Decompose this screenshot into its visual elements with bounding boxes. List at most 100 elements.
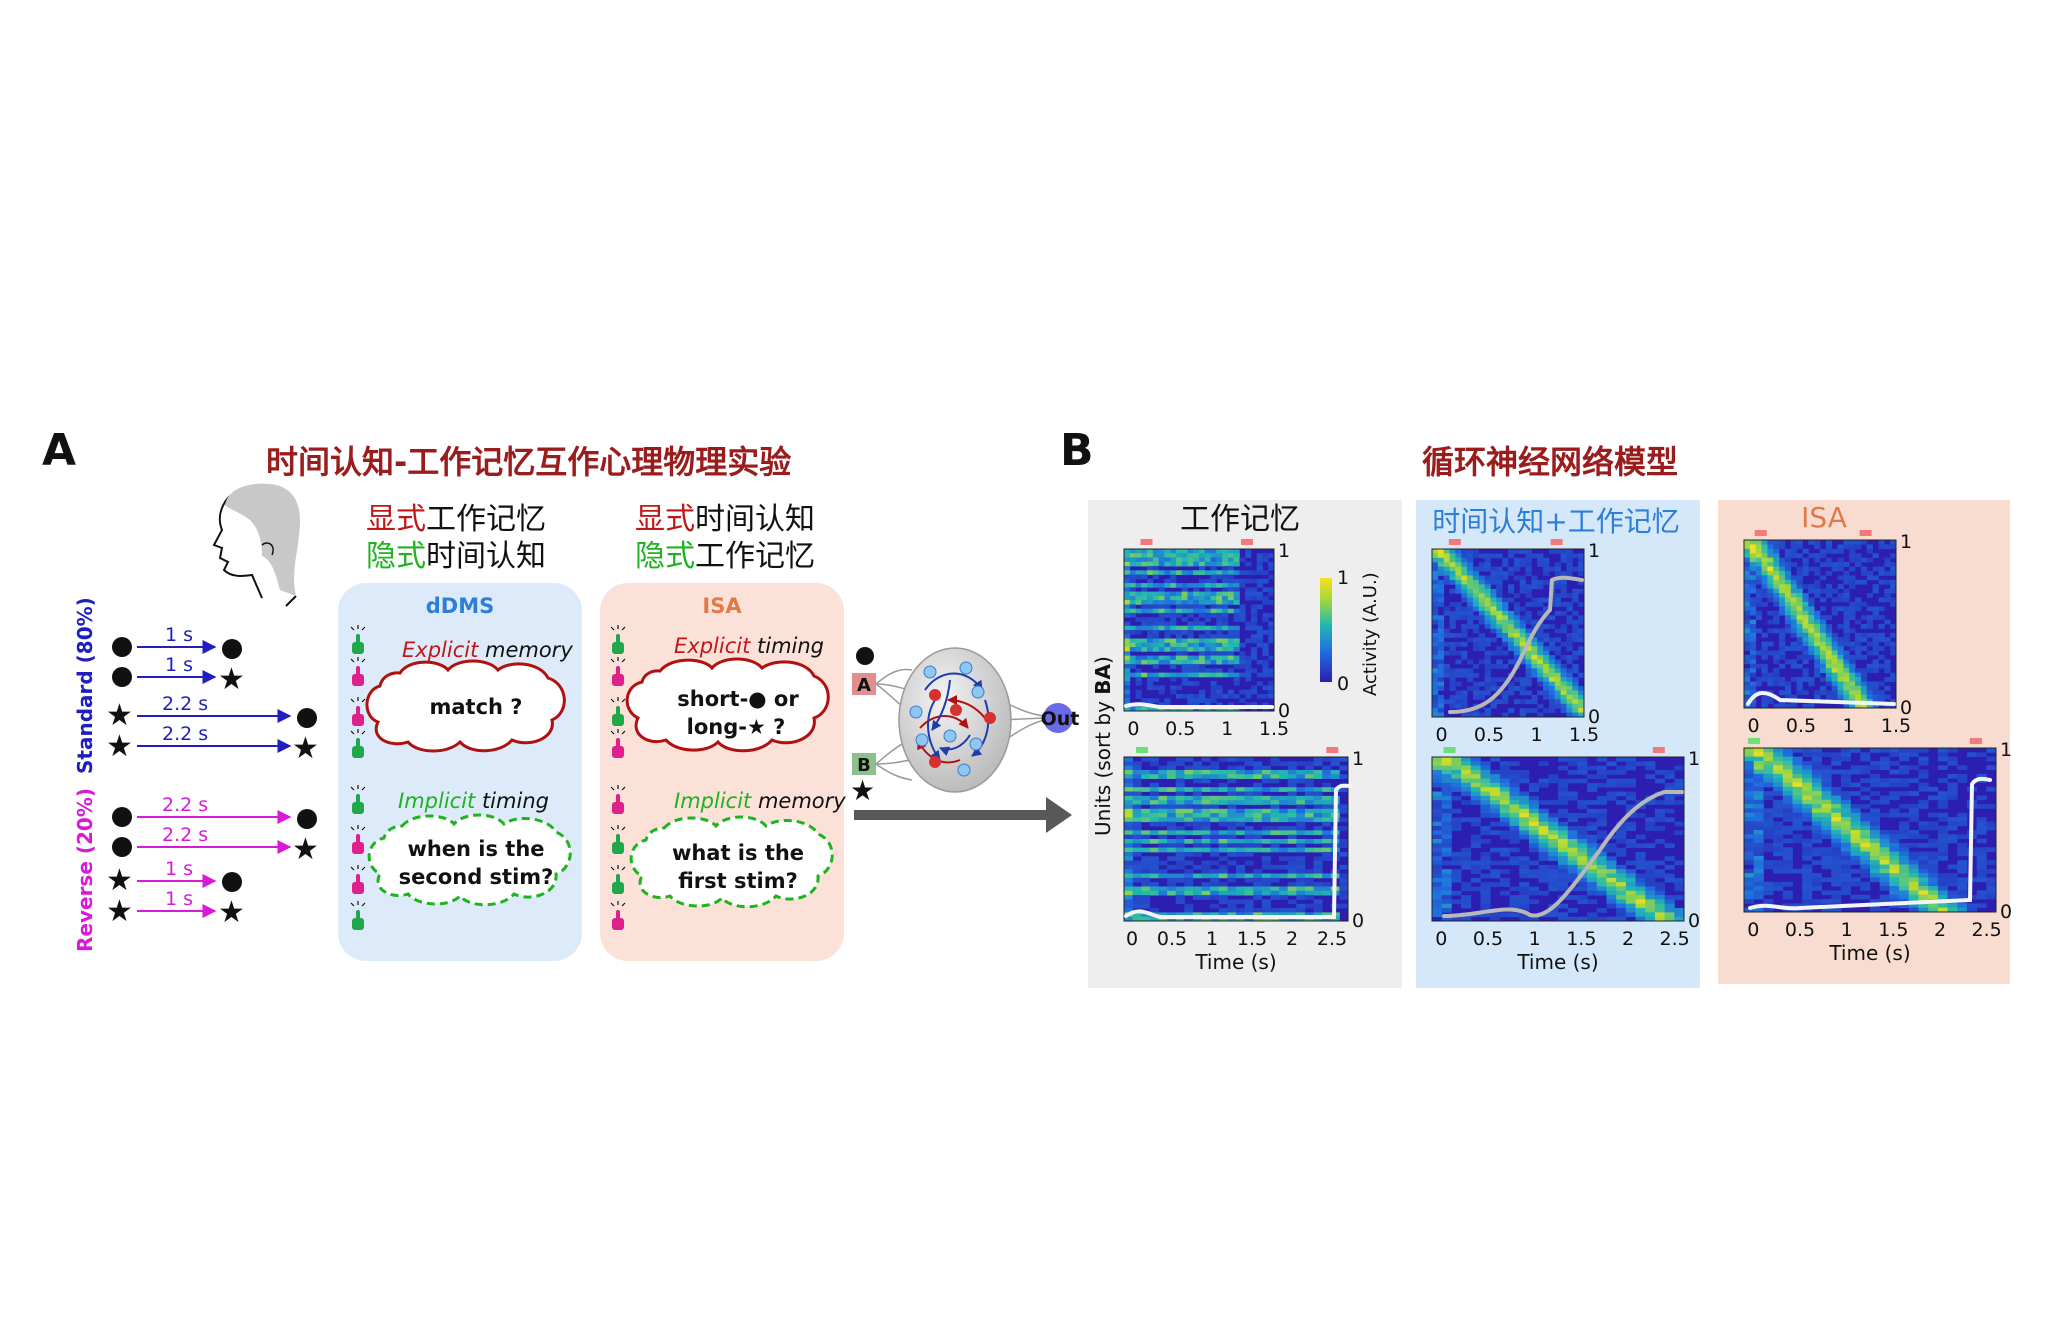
x-tick-label: 1.5	[1237, 928, 1267, 950]
hand-press-icon	[350, 697, 366, 726]
column-title-2: 时间认知+工作记忆	[1432, 505, 1679, 538]
x-tick-label: 2	[1934, 919, 1946, 941]
standard-interval-1: 1 s	[165, 624, 193, 646]
x-tick-label: 2	[1622, 928, 1634, 950]
ddms-question-2a: when is the	[407, 837, 544, 861]
svg-text:★: ★	[292, 731, 319, 766]
stimulus-marker	[1241, 539, 1253, 545]
x-tick-label: 2.5	[1317, 928, 1347, 950]
svg-text:★: ★	[850, 774, 875, 807]
reverse-trials: 2.2 s 2.2 s ★ ★ 1 s ★ 1 s ★	[106, 794, 319, 930]
hand-press-icon	[350, 657, 366, 686]
hand-press-icon	[610, 865, 626, 894]
x-tick-label: 1.5	[1569, 724, 1599, 746]
isa-explicit-label: Explicit timing	[674, 634, 824, 658]
reverse-interval-1: 2.2 s	[162, 794, 208, 816]
x-tick-label: 1.5	[1566, 928, 1596, 950]
x-tick-label: 0.5	[1157, 928, 1187, 950]
reverse-label: Reverse (20%)	[73, 788, 97, 952]
behavior-trace	[1448, 575, 1584, 714]
hand-press-icon	[610, 625, 626, 654]
hand-press-icon	[350, 625, 366, 654]
standard-trials: 1 s 1 s ★ ★ 2.2 s ★ 2.2 s ★	[106, 624, 319, 766]
right-axis-min: 0	[1688, 910, 1700, 932]
svg-text:★: ★	[106, 894, 133, 929]
stimulus-marker	[1748, 738, 1761, 744]
hand-press-icon	[610, 901, 626, 930]
stimulus-marker	[1135, 747, 1148, 753]
stimulus-marker	[1754, 530, 1767, 536]
hand-press-icon	[610, 785, 626, 814]
svg-text:★: ★	[106, 729, 133, 764]
x-tick-label: 2.5	[1660, 928, 1690, 950]
x-tick-label: 0	[1126, 928, 1138, 950]
colorbar: 1 0 Activity (A.U.)	[1320, 567, 1381, 696]
hand-press-icon	[350, 825, 366, 854]
x-axis-label: Time (s)	[1516, 950, 1598, 974]
rnn-network: A B ★	[850, 647, 1079, 807]
x-tick-label: 0.5	[1473, 928, 1503, 950]
x-tick-label: 0	[1127, 718, 1139, 740]
ddms-cloud-red	[365, 659, 566, 753]
x-tick-label: 0.5	[1165, 718, 1195, 740]
x-tick-label: 2	[1286, 928, 1298, 950]
output-node	[1043, 703, 1073, 733]
x-tick-label: 1	[1530, 724, 1542, 746]
hand-press-icon	[610, 697, 626, 726]
head-icon	[212, 483, 300, 607]
svg-text:★: ★	[106, 863, 133, 898]
x-tick-label: 1	[1529, 928, 1541, 950]
ddms-implicit-label: Implicit timing	[398, 789, 549, 813]
right-axis-max: 1	[2000, 739, 2012, 761]
colorbar-label: Activity (A.U.)	[1360, 572, 1381, 696]
behavior-trace	[1124, 702, 1274, 709]
x-tick-label: 0	[1435, 724, 1447, 746]
isa-box: ISA Explicit timing short-● or long-★ ? …	[600, 583, 846, 961]
stimulus-marker	[1326, 747, 1339, 753]
right-axis-max: 1	[1900, 531, 1912, 553]
stimulus-marker	[1969, 738, 1982, 744]
right-axis-min: 0	[2000, 901, 2012, 923]
stimulus-marker	[1448, 539, 1461, 545]
ddms-question-1: match ?	[430, 695, 523, 719]
isa-question-1b: long-★ ?	[687, 715, 786, 739]
behavior-trace	[1748, 776, 1992, 911]
x-axis-label: Time (s)	[1194, 950, 1276, 974]
panel-b-title: 循环神经网络模型	[1422, 443, 1678, 481]
isa-title: ISA	[702, 594, 742, 618]
svg-text:★: ★	[218, 662, 245, 697]
x-tick-label: 1.5	[1878, 919, 1908, 941]
ddms-box: dDMS Explicit memory match ? Implicit ti…	[338, 583, 582, 961]
output-label: Out	[1041, 708, 1080, 730]
x-tick-label: 0.5	[1786, 715, 1816, 737]
column-title-3: ISA	[1801, 501, 1847, 534]
hand-press-icon	[350, 901, 366, 930]
x-tick-label: 1.5	[1881, 715, 1911, 737]
right-axis-max: 1	[1278, 540, 1290, 562]
input-b-box	[852, 753, 876, 775]
ddms-heading-implicit: 隐式时间认知	[366, 539, 546, 574]
input-a-label: A	[857, 675, 871, 696]
x-tick-label: 1	[1842, 715, 1854, 737]
column-title-1: 工作记忆	[1180, 502, 1300, 537]
isa-heading-explicit: 显式时间认知	[635, 502, 815, 537]
right-axis-min: 0	[1278, 700, 1290, 722]
reverse-interval-2: 2.2 s	[162, 824, 208, 846]
behavior-trace	[1442, 790, 1684, 918]
x-tick-label: 0	[1435, 928, 1447, 950]
input-b-label: B	[857, 755, 871, 776]
big-arrow	[854, 797, 1072, 833]
x-tick-label: 2.5	[1972, 919, 2002, 941]
isa-cloud-red	[625, 657, 830, 753]
x-tick-label: 1.5	[1259, 718, 1289, 740]
isa-heading-implicit: 隐式工作记忆	[635, 539, 815, 574]
units-axis-label: Units (sort by BA)	[1091, 656, 1115, 836]
hand-icons	[350, 625, 626, 930]
behavior-trace	[1746, 691, 1896, 706]
hand-press-icon	[610, 729, 626, 758]
stimulus-marker	[1550, 539, 1563, 545]
